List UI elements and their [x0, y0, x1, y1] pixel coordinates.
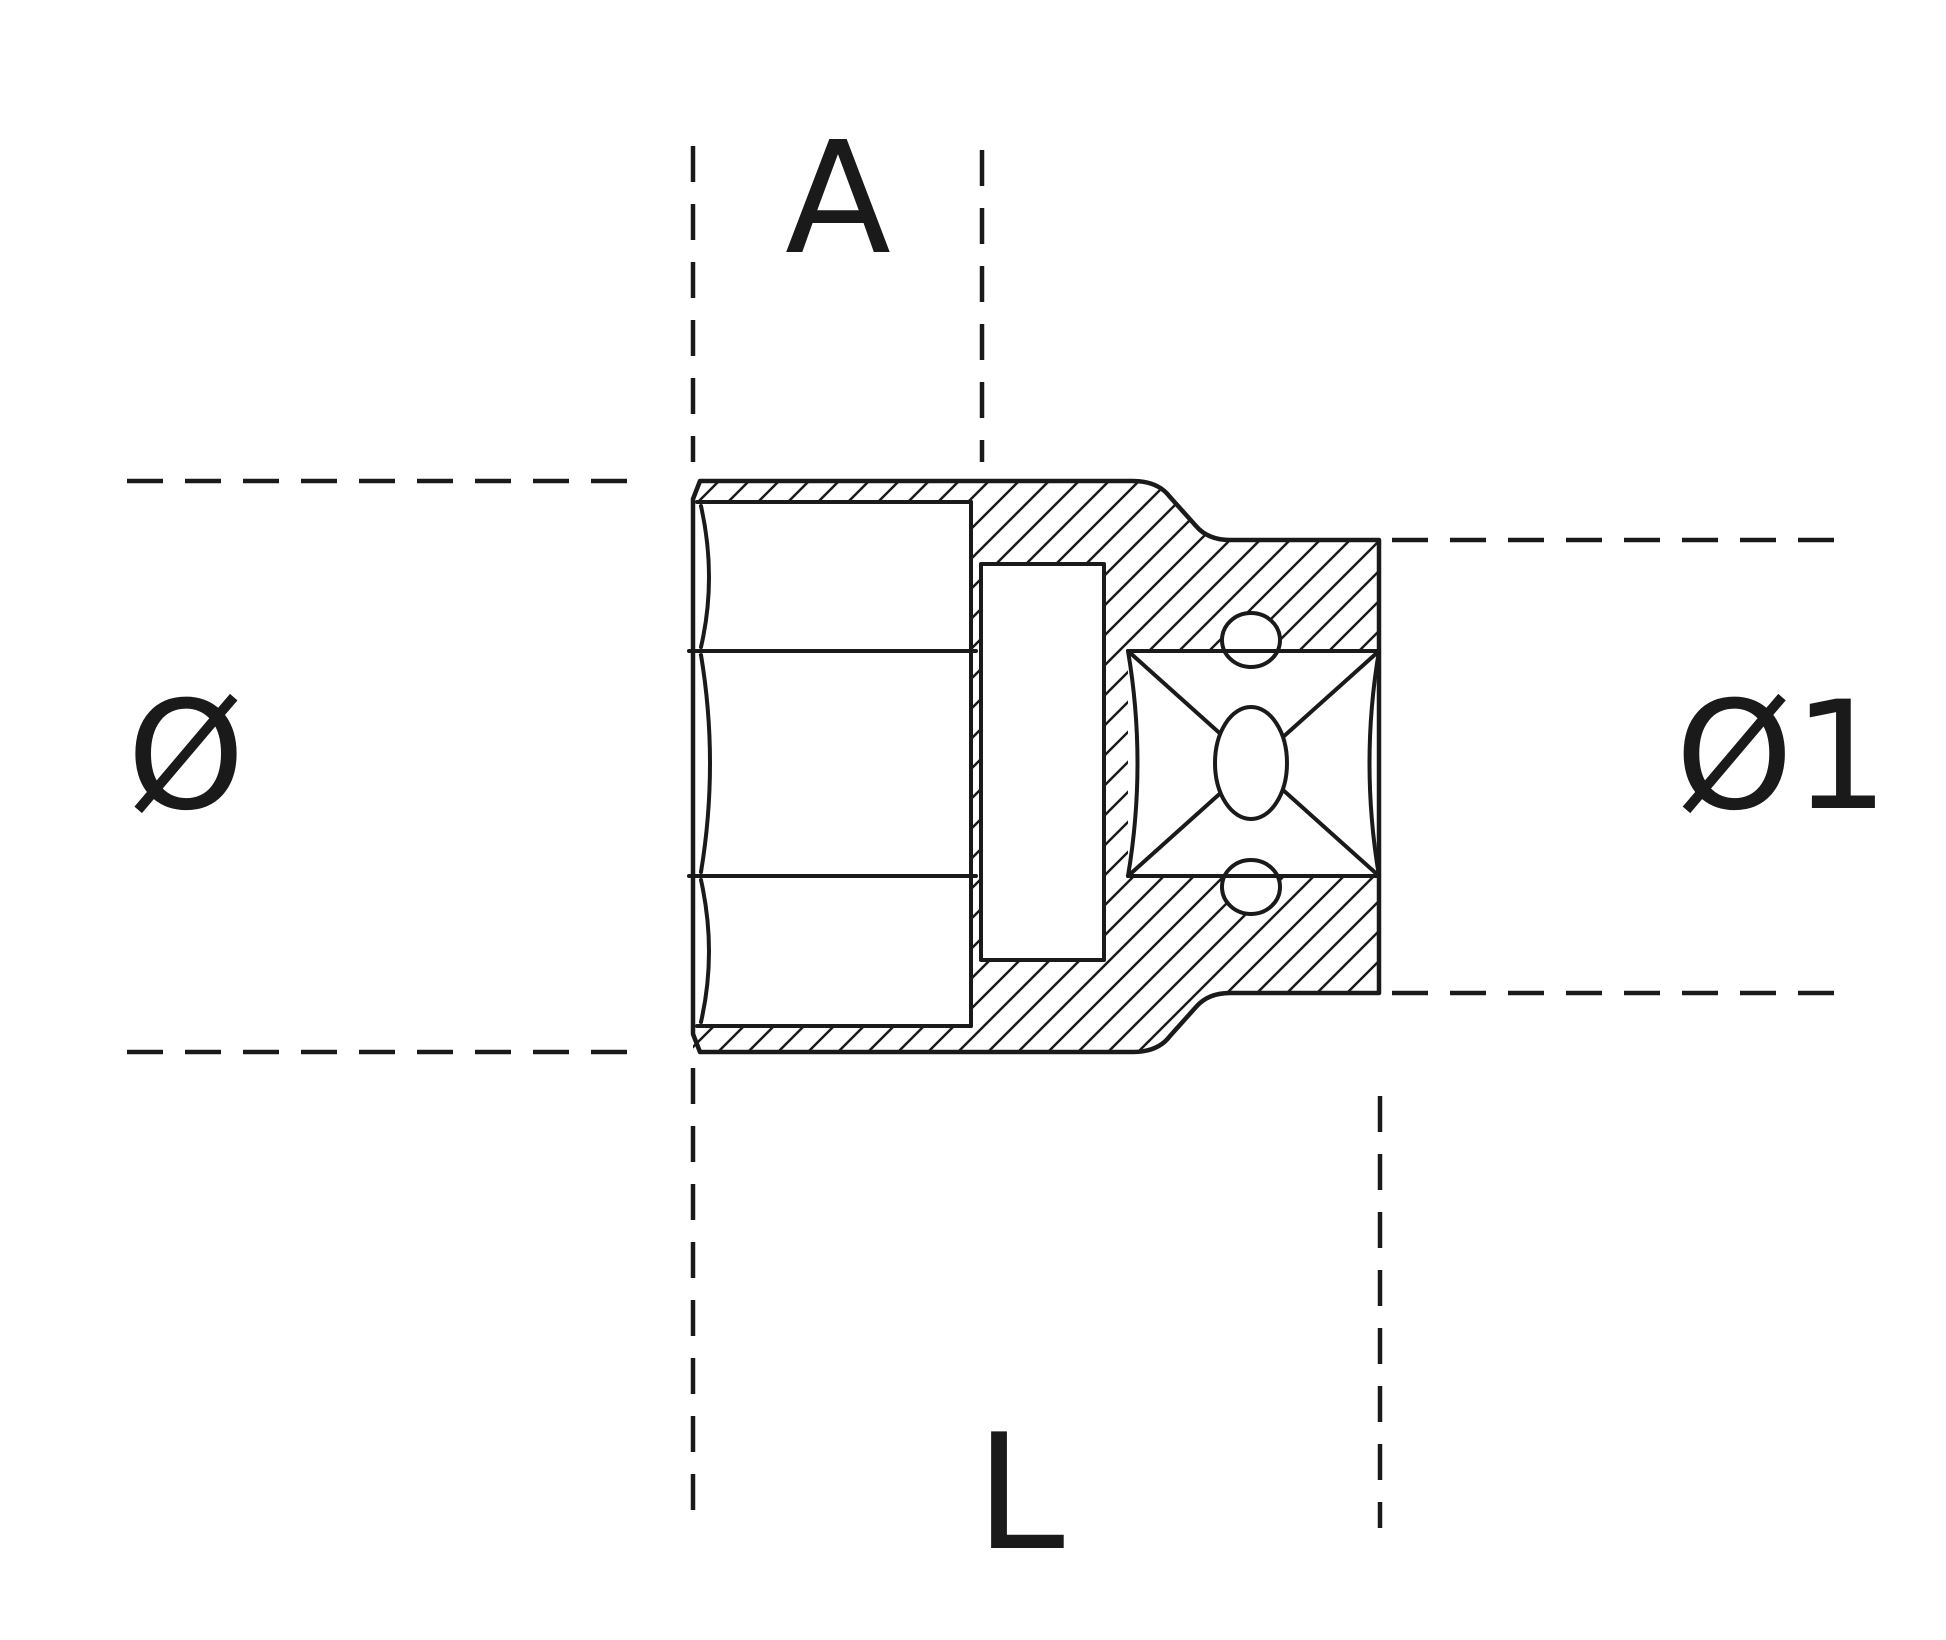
section-hatching — [693, 481, 1379, 1052]
socket-body — [687, 478, 1382, 1055]
dimension-label-diameter-1: Ø1 — [1675, 670, 1889, 844]
square-right-face-curve — [1367, 649, 1381, 878]
socket-outer-profile — [690, 478, 1382, 1055]
square-left-face-curve — [1126, 649, 1140, 878]
square-drive-recess — [1126, 649, 1381, 878]
hex-chamfer-arc-middle — [699, 653, 712, 874]
hex-opening — [687, 500, 978, 1028]
inner-cavity — [979, 562, 1106, 962]
dimension-label-length: L — [975, 1399, 1064, 1586]
dimension-lines — [127, 146, 1838, 1528]
hex-chamfer-arc-bottom — [699, 878, 711, 1024]
hex-chamfer-arc-top — [699, 504, 711, 649]
detent-ball-seat — [1213, 705, 1289, 821]
detent-hole-bottom — [1220, 858, 1282, 916]
dimension-label-a: A — [785, 108, 891, 289]
detent-hole-top — [1220, 611, 1282, 669]
dimension-label-diameter: Ø — [127, 670, 245, 844]
